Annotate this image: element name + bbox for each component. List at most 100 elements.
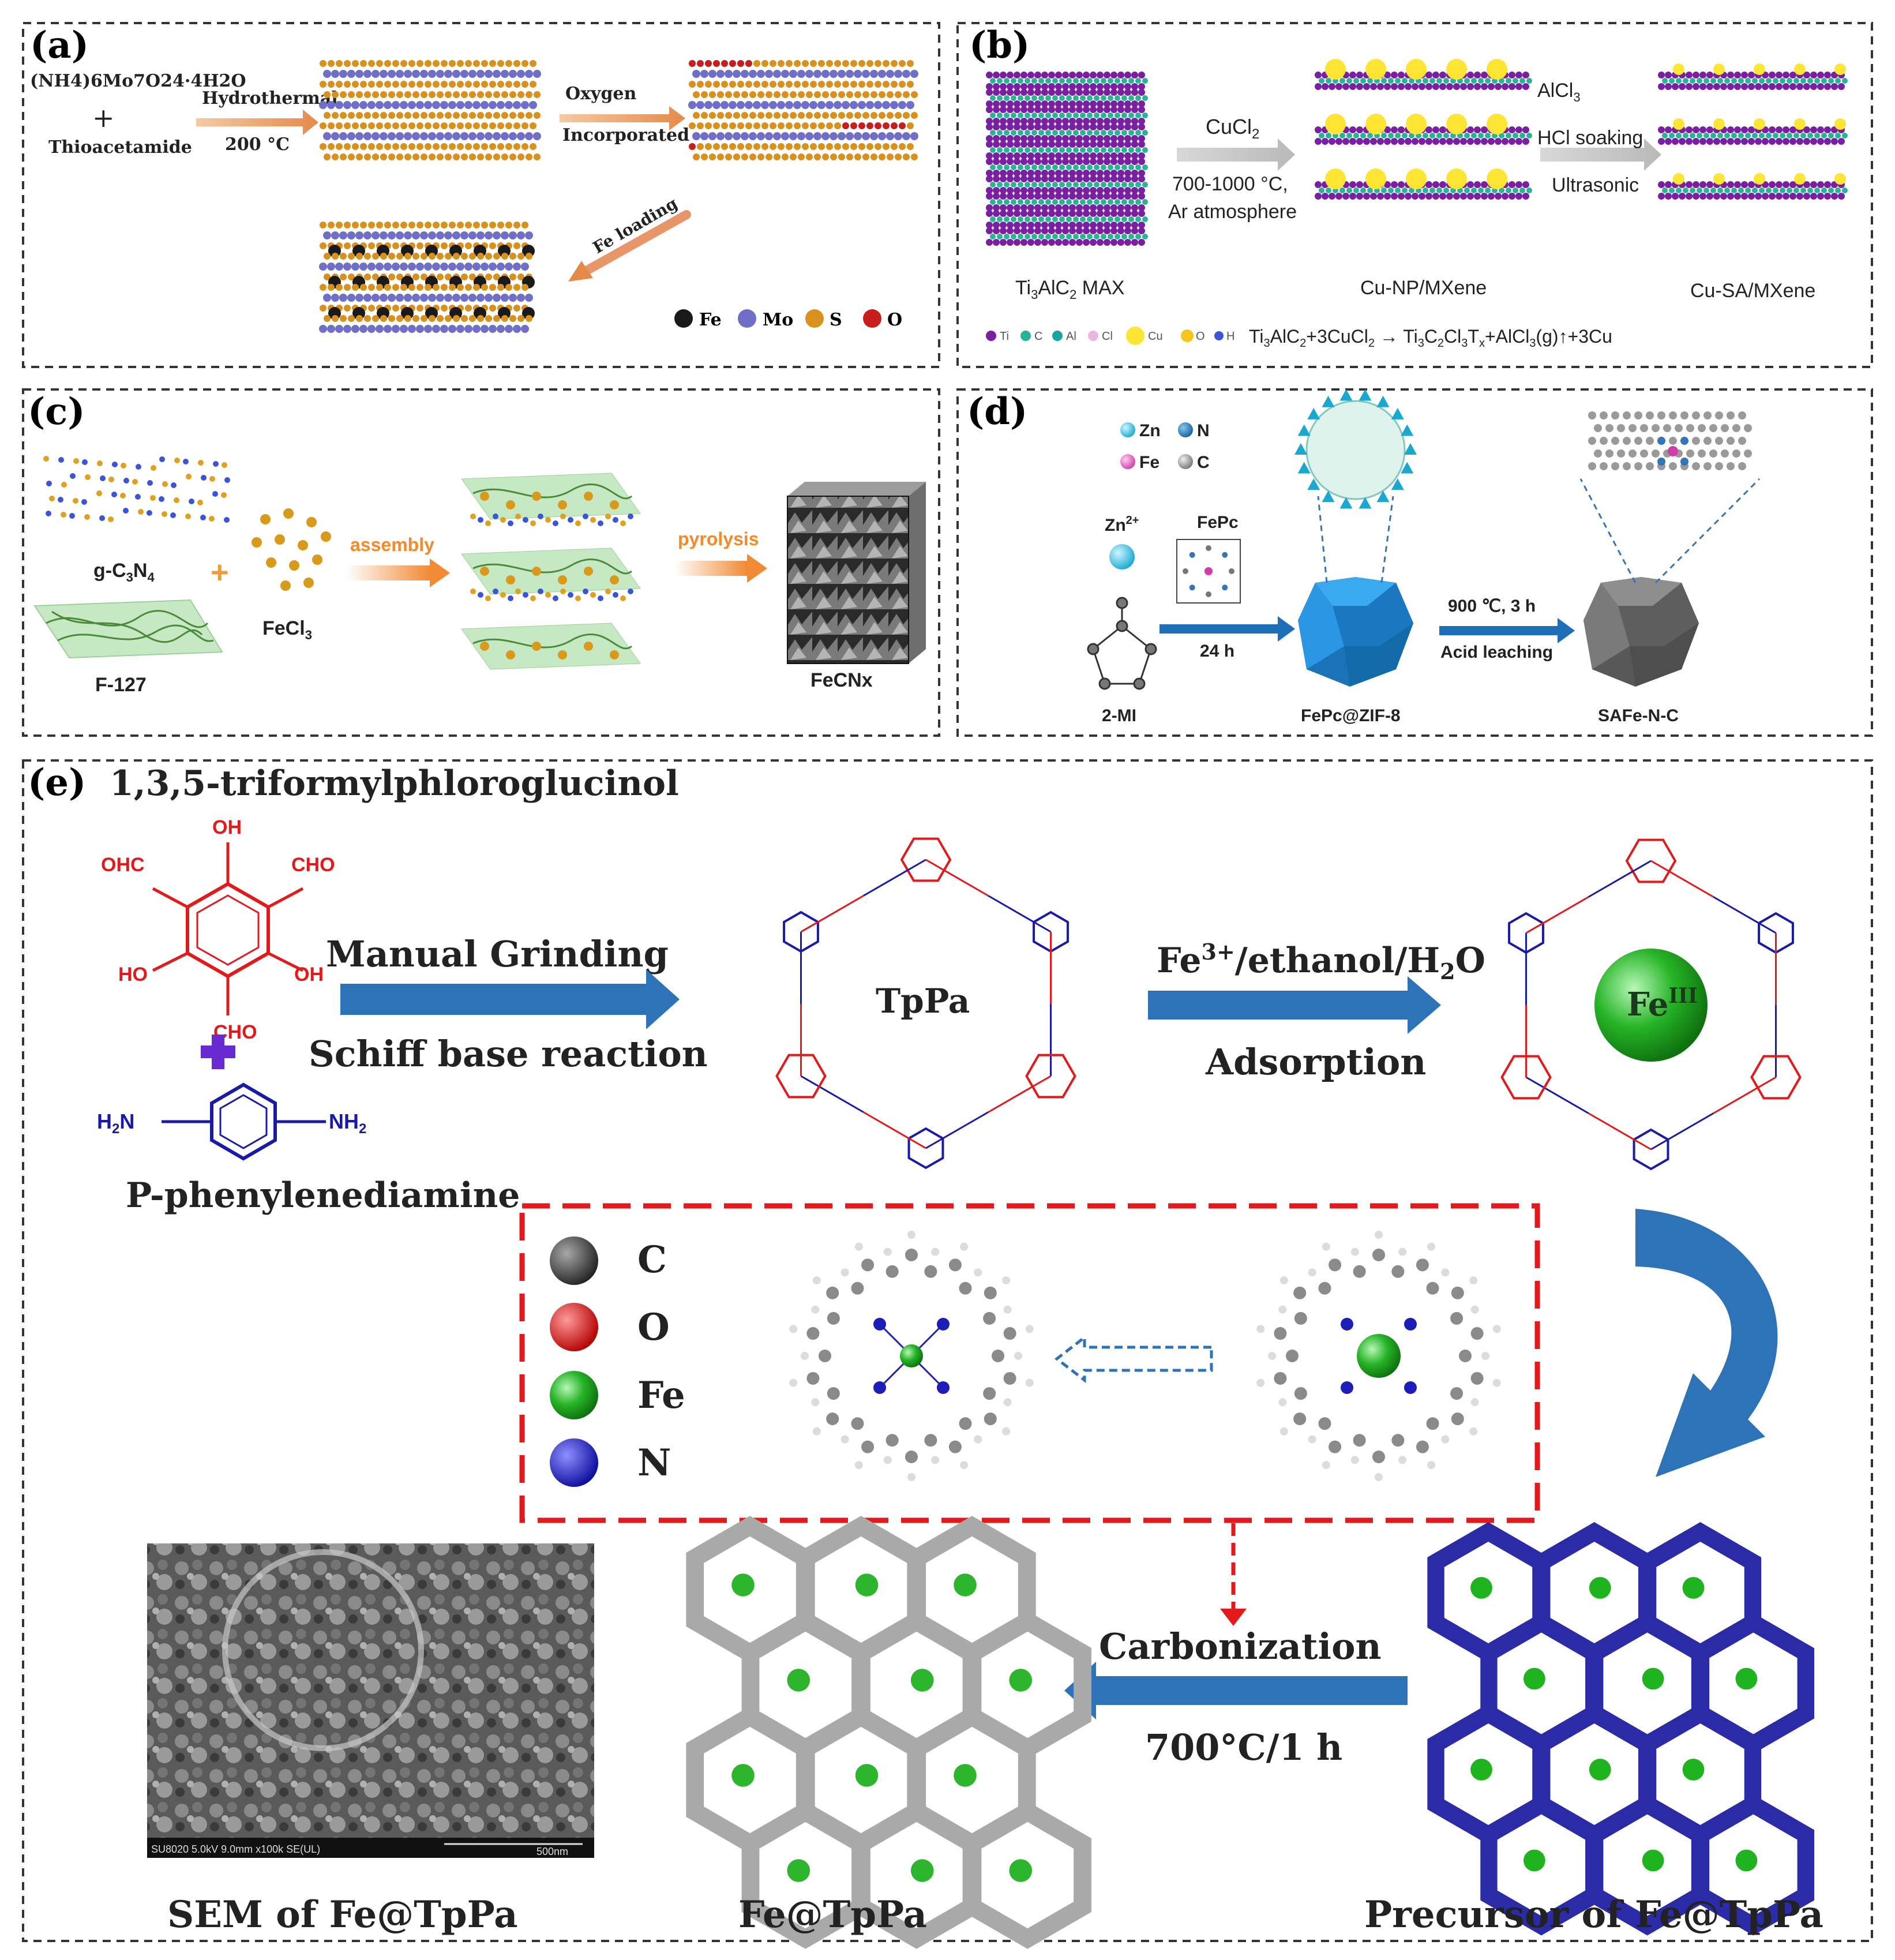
- atom: [846, 91, 853, 98]
- legend-n-e: N: [637, 1441, 671, 1485]
- cn-atom: [58, 457, 64, 463]
- c-atom: [1142, 234, 1148, 239]
- atom: [521, 60, 528, 67]
- ti-atom: [1020, 141, 1027, 148]
- c-atom: [1814, 78, 1820, 84]
- ti-atom: [1658, 193, 1665, 200]
- ti-atom: [1007, 100, 1014, 107]
- ti-atom: [1803, 72, 1810, 78]
- atom: [360, 284, 367, 291]
- fe-particle: [610, 500, 619, 509]
- ti-atom: [1686, 138, 1693, 145]
- ti-atom: [1014, 210, 1020, 217]
- atom: [425, 222, 431, 228]
- curved-arrow: [1635, 1209, 1778, 1477]
- c-atom: [1011, 234, 1016, 239]
- ti-atom: [1090, 141, 1097, 148]
- atom: [320, 81, 327, 88]
- atom: [456, 325, 464, 333]
- ti-atom: [1110, 222, 1117, 228]
- atom: [521, 81, 528, 88]
- cn-atom: [493, 589, 498, 594]
- ti-atom: [1097, 210, 1104, 217]
- atom: [344, 284, 351, 291]
- ti-atom: [1124, 152, 1131, 159]
- fepc-label: FePc: [1197, 513, 1239, 532]
- fe-center: [1204, 567, 1213, 575]
- c-atom: [1128, 164, 1134, 170]
- carbon-atom: [1744, 449, 1752, 458]
- atom: [509, 273, 516, 280]
- atom: [749, 70, 757, 78]
- atom: [368, 122, 375, 129]
- c-atom: [1436, 133, 1442, 138]
- ti-atom: [1727, 193, 1734, 200]
- hydrogen-atom: [1278, 1398, 1287, 1407]
- c-atom: [1367, 188, 1373, 193]
- ti-atom: [1509, 83, 1515, 90]
- c-atom: [1360, 133, 1366, 138]
- atom: [891, 60, 898, 67]
- atom: [903, 153, 910, 160]
- ti-atom: [1069, 72, 1076, 78]
- ti-atom: [1131, 222, 1138, 228]
- cn-atom: [99, 515, 105, 521]
- atom: [753, 122, 760, 129]
- cn-atom: [69, 513, 75, 519]
- cn-atom: [112, 462, 118, 467]
- ti-atom: [1007, 170, 1014, 177]
- ti-atom: [986, 100, 993, 107]
- atom: [449, 81, 456, 88]
- atom: [749, 112, 756, 119]
- c-atom: [1128, 216, 1134, 222]
- carbon-atom: [1744, 424, 1752, 432]
- ti-atom: [1041, 100, 1048, 107]
- c-atom: [1752, 78, 1758, 84]
- ti-atom: [1097, 100, 1104, 107]
- atom: [461, 273, 468, 280]
- ti-atom: [1069, 89, 1076, 96]
- ti-atom: [1138, 118, 1145, 125]
- atom: [489, 101, 497, 109]
- c-atom: [1073, 113, 1079, 118]
- carbon-atom: [983, 1387, 996, 1400]
- c-atom: [1464, 133, 1470, 138]
- atom: [705, 143, 712, 150]
- cn-atom: [147, 510, 152, 516]
- atom: [870, 153, 877, 160]
- ti-atom: [1356, 83, 1363, 90]
- atom: [846, 70, 854, 78]
- atom: [408, 222, 415, 228]
- atom: [469, 273, 476, 280]
- atom: [425, 60, 431, 67]
- ti-atom: [1138, 222, 1145, 228]
- ti-atom: [1083, 83, 1090, 90]
- ti-atom: [1741, 181, 1748, 188]
- c-atom: [1409, 188, 1414, 193]
- carbon-atom: [1738, 462, 1746, 470]
- c-atom: [1108, 95, 1113, 101]
- atom: [701, 112, 708, 119]
- atom: [452, 70, 460, 78]
- panel-d-label: (d): [967, 390, 1027, 433]
- atom: [854, 91, 861, 98]
- atom: [778, 81, 785, 88]
- atom: [907, 60, 914, 67]
- atom: [465, 222, 472, 228]
- cn-atom: [198, 460, 204, 466]
- cn-atom: [598, 520, 603, 526]
- atom: [368, 81, 375, 88]
- carbon-atom: [1274, 1371, 1287, 1385]
- c-atom: [1101, 199, 1106, 205]
- hydrogen-atom: [1025, 1325, 1034, 1333]
- ti-atom: [993, 72, 1000, 78]
- atom: [453, 153, 460, 160]
- ti-atom: [1817, 193, 1824, 200]
- linker: [1525, 896, 1589, 934]
- c-atom: [1319, 78, 1324, 84]
- hydrogen-atom: [883, 1247, 892, 1256]
- atom: [440, 325, 448, 333]
- c-atom: [1842, 78, 1848, 84]
- carbon-atom: [1416, 1258, 1429, 1272]
- ti-atom: [1034, 152, 1041, 159]
